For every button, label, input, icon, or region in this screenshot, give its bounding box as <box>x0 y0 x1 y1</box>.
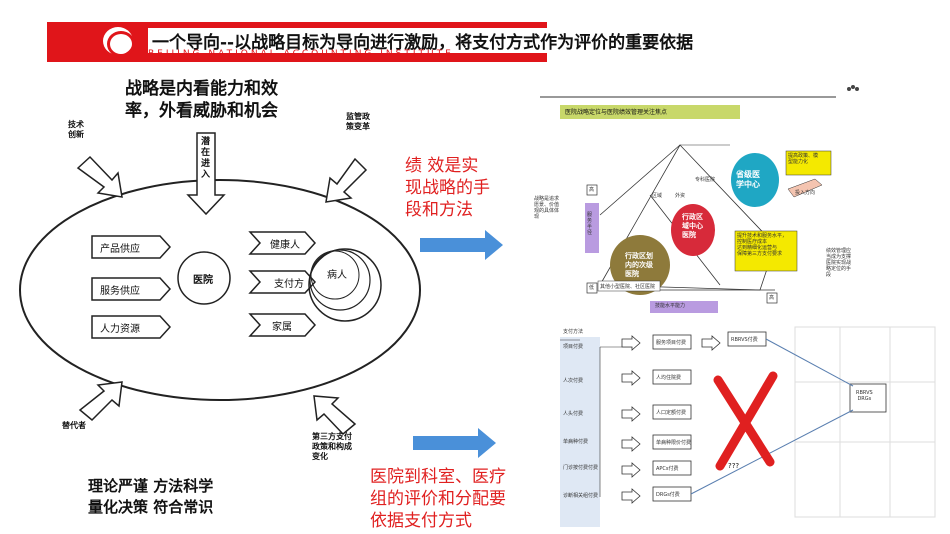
customer-chevron <box>248 270 317 294</box>
payment-header: 支付方法 <box>563 329 584 335</box>
strategy-map <box>540 85 859 313</box>
customer-healthy: 健康人 <box>270 240 300 251</box>
supplier-chevron <box>91 315 172 339</box>
label-specialty: 专科医院 <box>695 177 716 183</box>
patient-circle <box>308 248 382 322</box>
supplier-chevron <box>91 277 172 301</box>
hospital-circle <box>177 251 231 305</box>
circle-olive-label: 行政区划 内的次级 医院 <box>625 252 653 278</box>
customer-family: 家属 <box>272 322 292 333</box>
reject-x-icon <box>713 371 778 471</box>
strategy-line-2: 率，外看威胁和机会 <box>125 101 278 121</box>
policy-arrow-icon <box>325 157 368 203</box>
payment-box: 人均住院费 <box>656 375 682 381</box>
customer-payer: 支付方 <box>274 279 304 290</box>
supplier-hr: 人力资源 <box>100 324 140 335</box>
perf-arrow-icon <box>420 230 503 260</box>
payment-box: 服务项目付费 <box>656 340 687 346</box>
hospital-label: 医院 <box>193 275 213 286</box>
payment-row-label: 人头付费 <box>563 411 584 417</box>
payment-box: DRGs付费 <box>656 492 680 498</box>
label-invest: 投入方向 <box>795 190 816 196</box>
label-region: 区域 <box>652 193 663 199</box>
axis-low-label: 低 <box>589 285 595 291</box>
unknown-mark: ??? <box>728 462 740 470</box>
payment-row-label: 项目付费 <box>563 344 584 350</box>
payment-box: APCs付费 <box>656 466 679 472</box>
axis-high-label: 高 <box>589 187 595 193</box>
customer-chevron <box>248 231 317 255</box>
tech-arrow-icon <box>76 155 123 198</box>
market-ellipse <box>19 179 421 401</box>
strategy-left-note: 战略是追求 愿景、价值 观的具体体 现 <box>534 196 560 220</box>
strategy-map-title: 医院战略定位与医院绩效管理关注焦点 <box>565 109 668 116</box>
payment-row-label: 门诊按付费付费 <box>563 465 599 471</box>
supplier-service: 服务供应 <box>100 286 140 297</box>
payment-map <box>560 326 936 527</box>
substitute-label: 替代者 <box>62 421 86 430</box>
payment-box: 人口定额付费 <box>656 410 687 416</box>
supplier-product: 产品供应 <box>100 244 140 255</box>
payment-row-label: 诊断相关组付费 <box>563 493 599 499</box>
strategy-line-1: 战略是内看能力和效 <box>125 79 278 99</box>
policy-box: 提高政策、模 型能力化 <box>788 153 819 165</box>
logo-icon <box>100 24 136 58</box>
circle-teal-label: 省级医 学中心 <box>736 170 760 189</box>
entrant-arrow-icon <box>186 132 226 216</box>
circle-red-label: 行政区 域中心 医院 <box>682 213 703 239</box>
customer-chevron <box>248 313 317 337</box>
bottom-box: 技能水平能力 <box>655 303 686 309</box>
strategy-heading: 战略是内看能力和效 率，外看威胁和机会 <box>125 78 278 122</box>
theory-text: 理论严谨 方法科学 量化决策 符合常识 <box>88 476 213 518</box>
perf-statement: 绩 效是实 现战略的手 段和方法 <box>405 156 490 220</box>
axis-mid-label: 服务半径 <box>587 212 593 236</box>
theory-line-1: 理论严谨 方法科学 <box>88 477 214 495</box>
page-subtitle: BEIJING NATIONAL ACCOUNTING INSTITUTE <box>148 49 454 59</box>
tech-label: 技术 创新 <box>68 120 84 139</box>
strategy-right-note: 绩效管理应 当成为支撑 医院实现战 略定位的手 段 <box>826 248 852 278</box>
thirdparty-label: 第三方支付 政策和构成 变化 <box>312 432 352 461</box>
dept-statement: 医院到科室、医疗 组的评价和分配要 依据支付方式 <box>370 467 506 531</box>
label-foreign: 外资 <box>675 193 686 199</box>
theory-line-2: 量化决策 符合常识 <box>88 498 214 516</box>
rbrvs-box: RBRVS付费 <box>731 337 758 343</box>
payment-row-label: 单病种付费 <box>563 439 589 445</box>
thirdparty-arrow-icon <box>313 395 357 436</box>
page-title: 一个导向--以战略目标为导向进行激励，将支付方式作为评价的重要依据 <box>148 28 698 53</box>
entrant-label: 潜 在 进 入 <box>201 137 211 180</box>
rbrvs-drgs-box: RBRVS DRGs <box>856 390 873 402</box>
supplier-chevron <box>91 235 172 259</box>
dept-arrow-icon <box>413 428 496 458</box>
bottom-label: 其他小型医院、社区医院 <box>600 284 656 290</box>
payment-row-label: 人次付费 <box>563 378 584 384</box>
axis-high-label-x: 高 <box>769 295 775 301</box>
policy-label: 监管政 策变革 <box>346 112 370 131</box>
patient-label: 病人 <box>327 270 347 281</box>
payment-box: 单病种限价付费 <box>656 440 692 446</box>
substitute-arrow-icon <box>78 381 123 422</box>
tech-box: 提升技术和服务水平， 控制医疗成本 达到精细化运营与 保障第三方支付要求 <box>737 233 788 257</box>
